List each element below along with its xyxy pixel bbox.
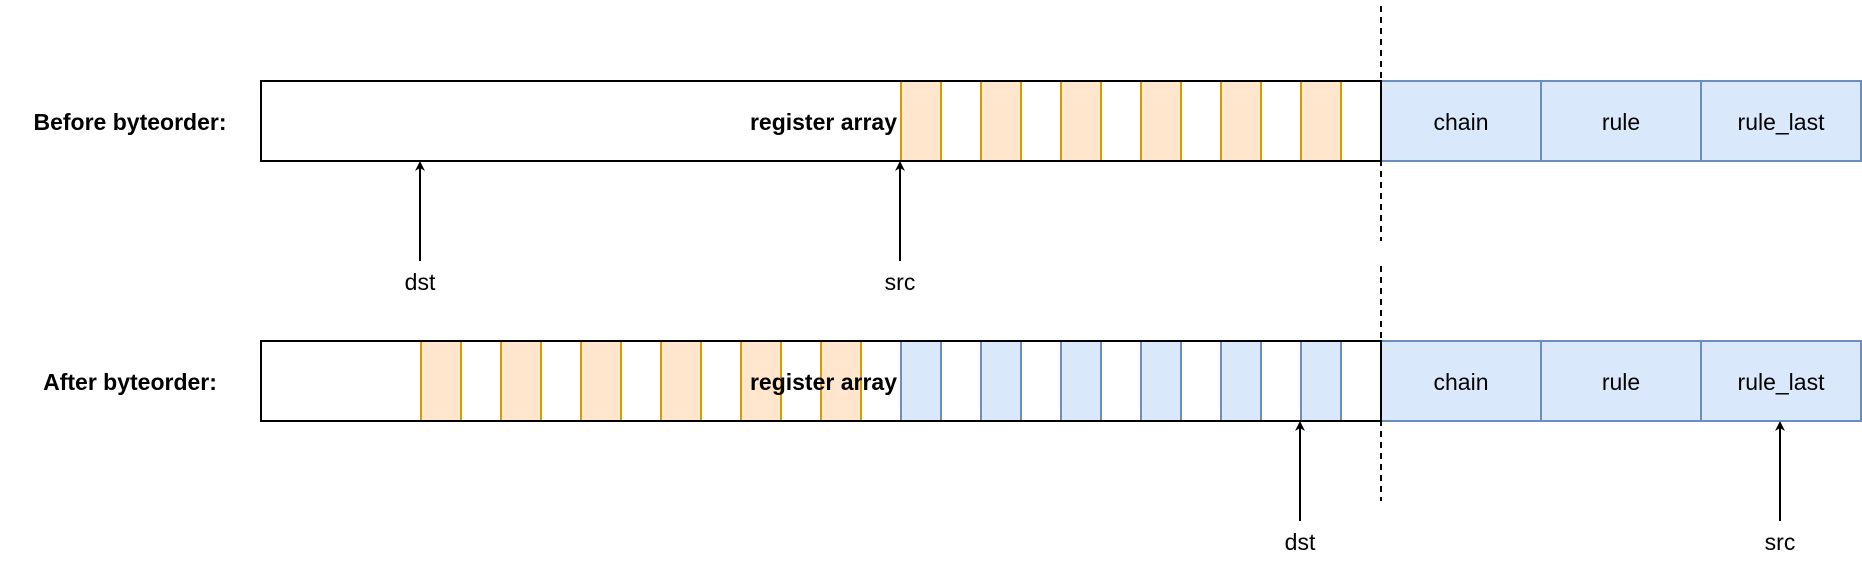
before-orange-slot-6 [1300, 80, 1342, 162]
before-register-array-label: register array [750, 109, 897, 135]
before-orange-slot-5 [1220, 80, 1262, 162]
before-field-rule-label: rule [1602, 109, 1640, 135]
after-row: After byteorder: chain rule rule_last ds… [43, 340, 1862, 555]
before-orange-slot-1 [900, 80, 942, 162]
before-struct-fields: chain rule rule_last [1380, 80, 1862, 162]
before-orange-slot-4 [1140, 80, 1182, 162]
before-dst-label: dst [405, 269, 436, 295]
after-blue-slot-6 [1300, 340, 1342, 422]
after-register-array-box-outline [260, 340, 1382, 422]
after-dst-label: dst [1285, 529, 1316, 555]
before-orange-slot-2 [980, 80, 1022, 162]
before-register-array-box [260, 80, 1382, 162]
after-field-rule-last-label: rule_last [1738, 369, 1826, 395]
before-row: Before byteorder: chain rule rule_last d… [34, 80, 1862, 295]
after-blue-slot-3 [1060, 340, 1102, 422]
before-orange-slot-3 [1060, 80, 1102, 162]
after-row-label: After byteorder: [43, 369, 217, 395]
after-field-chain-label: chain [1434, 369, 1489, 395]
before-field-rule-last-label: rule_last [1738, 109, 1826, 135]
after-register-slots-blue [900, 340, 1342, 422]
after-orange-slot-4 [660, 340, 702, 422]
before-src-label: src [885, 269, 916, 295]
after-blue-slot-2 [980, 340, 1022, 422]
after-register-array-label: register array [750, 369, 897, 395]
after-field-chain [1380, 340, 1542, 422]
after-blue-slot-4 [1140, 340, 1182, 422]
after-src-label: src [1765, 529, 1796, 555]
after-blue-slot-1 [900, 340, 942, 422]
after-field-rule-last [1700, 340, 1862, 422]
before-row-label: Before byteorder: [34, 109, 227, 135]
after-register-slots-orange [420, 340, 862, 422]
before-field-rule [1540, 80, 1702, 162]
after-orange-slot-3 [580, 340, 622, 422]
before-field-rule-last [1700, 80, 1862, 162]
after-orange-slot-2 [500, 340, 542, 422]
after-orange-slot-1 [420, 340, 462, 422]
before-field-chain-label: chain [1434, 109, 1489, 135]
after-struct-fields: chain rule rule_last [1380, 340, 1862, 422]
after-blue-slot-5 [1220, 340, 1262, 422]
after-field-rule-label: rule [1602, 369, 1640, 395]
